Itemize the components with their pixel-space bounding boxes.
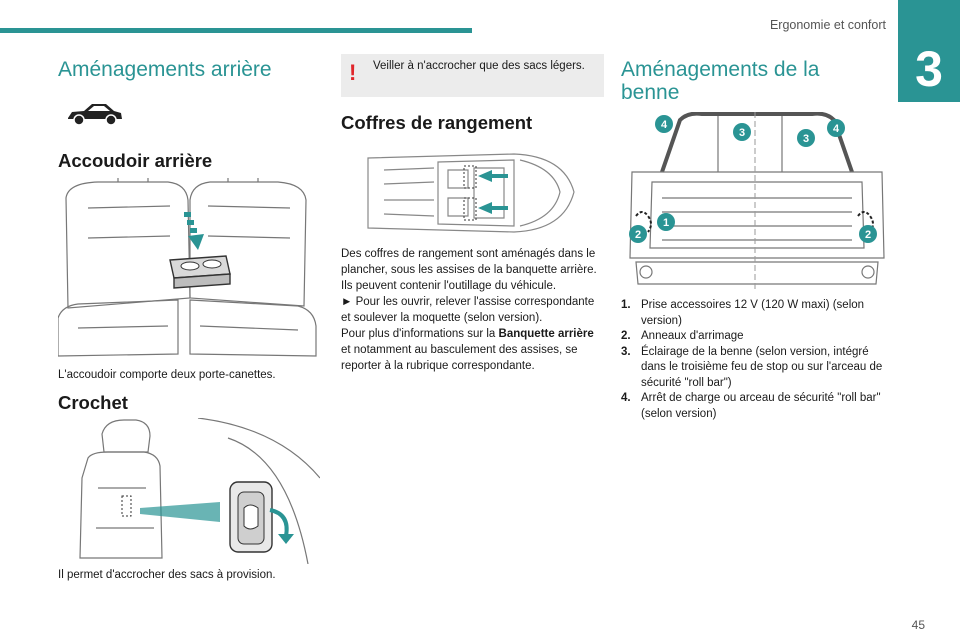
storage-compartment-illustration (367, 153, 575, 233)
truck-bed-illustration: 1 2 2 3 3 4 4 (629, 112, 885, 290)
warning-box: ! Veiller à n'accrocher que des sacs lég… (341, 54, 604, 97)
hook-caption: Il permet d'accrocher des sacs à provisi… (58, 569, 276, 581)
chapter-title: Ergonomie et confort (769, 18, 886, 32)
armrest-title: Accoudoir arrière (58, 150, 213, 171)
rear-armrest-illustration (58, 178, 317, 357)
storage-paragraph-1: Des coffres de rangement sont aménagés d… (341, 248, 597, 276)
svg-text:4: 4 (661, 119, 668, 131)
section-title-rear: Aménagements arrière (58, 58, 272, 81)
legend-item: 2.Anneaux d'arrimage (621, 330, 744, 342)
svg-text:2: 2 (865, 229, 871, 241)
hook-title: Crochet (58, 392, 128, 413)
hook-illustration (79, 418, 320, 564)
cross-reference-link: Banquette arrière (498, 328, 594, 340)
chapter-tab: 3 (898, 0, 960, 102)
storage-paragraph-4: Pour plus d'informations sur la Banquett… (341, 328, 594, 372)
svg-text:3: 3 (803, 133, 809, 145)
callout-markers: 1 2 2 3 3 4 4 (629, 115, 877, 243)
section-title-truck-bed: Aménagements de la benne (621, 58, 820, 105)
svg-text:3: 3 (739, 127, 745, 139)
armrest-shape (169, 255, 231, 289)
exclamation-icon: ! (349, 60, 357, 85)
callout-legend: 1.Prise accessoires 12 V (120 W maxi) (s… (621, 298, 891, 422)
storage-title: Coffres de rangement (341, 112, 533, 133)
hook-detail (229, 481, 273, 553)
sedan-car-icon (68, 104, 122, 126)
storage-paragraph-2: Ils peuvent contenir l'outillage du véhi… (341, 280, 557, 292)
armrest-caption: L'accoudoir comporte deux porte-canettes… (58, 369, 276, 381)
storage-paragraph-3: ► Pour les ouvrir, relever l'assise corr… (341, 296, 595, 324)
svg-text:1: 1 (663, 217, 669, 229)
svg-text:2: 2 (635, 229, 641, 241)
legend-item: 3.Éclairage de la benne (selon version, … (621, 345, 883, 389)
page-number: 45 (911, 618, 925, 632)
svg-text:4: 4 (833, 123, 840, 135)
legend-item: 1.Prise accessoires 12 V (120 W maxi) (s… (621, 299, 865, 327)
chapter-number: 3 (915, 41, 943, 97)
storage-body: Des coffres de rangement sont aménagés d… (341, 246, 603, 374)
warning-text: Veiller à n'accrocher que des sacs léger… (373, 60, 585, 72)
legend-item: 4.Arrêt de charge ou arceau de sécurité … (621, 392, 881, 420)
header-accent-bar (0, 28, 472, 33)
